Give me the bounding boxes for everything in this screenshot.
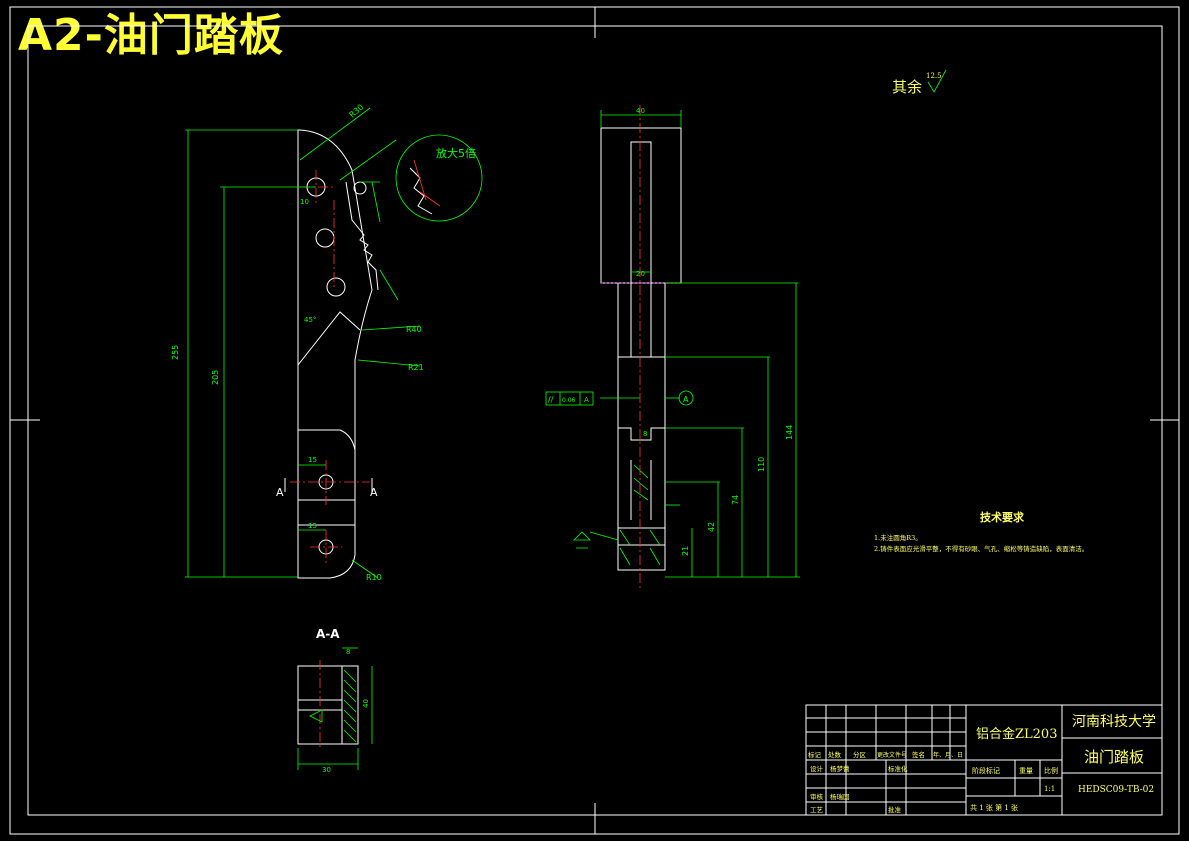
- pedal-front-view: [185, 107, 421, 579]
- tech-heading: 技术要求: [980, 510, 1025, 524]
- roughness-symbol: [927, 69, 947, 93]
- side-dim-a: 144: [785, 425, 794, 440]
- tb-rev-h0: 标记: [808, 750, 822, 759]
- dim-overall: 255: [171, 345, 180, 360]
- dim-r-mid: R21: [408, 363, 424, 372]
- side-dim-b: 110: [757, 457, 766, 472]
- tb-material: 铝合金ZL203: [976, 726, 1057, 742]
- tb-check-label: 审核: [810, 792, 824, 801]
- tb-standard-label: 标准化: [888, 764, 908, 773]
- roughness-note: 其余: [892, 78, 922, 96]
- tb-drawing-no: HEDSC09-TB-02: [1078, 785, 1154, 795]
- section-a-a-view: [297, 647, 373, 770]
- dim-10: 10: [300, 198, 309, 206]
- tb-stage-label: 阶段标记: [972, 766, 1000, 775]
- section-width: 30: [322, 766, 331, 774]
- tol-value: 0.06: [562, 397, 576, 404]
- tb-checker: 杨瑞国: [830, 792, 850, 801]
- pedal-side-view: [573, 105, 800, 590]
- dim-r-low: R10: [366, 573, 382, 582]
- tech-line-2: 2.铸件表面应光滑平整，不得有砂眼、气孔、缩松等铸造缺陷，表面清洁。: [874, 544, 1088, 553]
- section-mark-right: A: [370, 486, 378, 499]
- tb-design-label: 设计: [810, 764, 824, 773]
- tech-line-1: 1.未注圆角R3。: [874, 533, 922, 542]
- side-dim-c: 74: [731, 495, 740, 505]
- tb-school: 河南科技大学: [1072, 714, 1156, 730]
- dim-15b: 15: [308, 522, 317, 530]
- tb-rev-h2: 分区: [853, 750, 867, 759]
- tb-scale: 1:1: [1044, 785, 1055, 793]
- side-dim-mid: 20: [636, 270, 645, 278]
- tb-part-name: 油门踏板: [1084, 748, 1144, 766]
- dim-15a: 15: [308, 456, 317, 464]
- tolerance-frame: [545, 391, 594, 406]
- detail-circle: [395, 134, 483, 222]
- side-dim-f: 8: [643, 430, 647, 438]
- dim-r-top: R30: [348, 103, 366, 120]
- tb-weight-label: 重量: [1019, 767, 1033, 775]
- tb-approve-label: 批准: [888, 805, 902, 814]
- section-small: 8: [346, 648, 350, 656]
- tb-sheet: 共 1 张 第 1 张: [970, 803, 1018, 812]
- section-label: A-A: [316, 627, 340, 641]
- side-dim-d: 42: [707, 522, 716, 532]
- tb-rev-h3: 更改文件号: [877, 751, 907, 759]
- side-dim-top: 40: [636, 107, 645, 115]
- drawing-title: A2-油门踏板: [18, 10, 284, 61]
- section-mark-left: A: [276, 486, 284, 499]
- tb-designer: 杨梦蕾: [830, 764, 850, 773]
- title-block: [805, 704, 1163, 816]
- tb-rev-h1: 处数: [828, 750, 842, 759]
- tb-scale-label: 比例: [1044, 766, 1058, 775]
- enlarge-note: 放大5倍: [436, 146, 476, 160]
- roughness-value: 12.5: [926, 72, 942, 80]
- section-height: 40: [362, 699, 370, 708]
- outer-frame: [9, 6, 1180, 835]
- tol-datum: A: [584, 396, 589, 404]
- tol-symbol: //: [548, 395, 554, 404]
- side-dim-e: 21: [681, 546, 690, 556]
- tb-rev-h5: 年、月、日: [933, 751, 963, 759]
- drawing-border: [27, 25, 1163, 816]
- dim-r-40: R40: [406, 325, 422, 334]
- dim-angle: 45°: [304, 316, 316, 324]
- tb-rev-h4: 签名: [912, 750, 925, 759]
- datum-label: A: [683, 395, 689, 404]
- tb-process-label: 工艺: [810, 806, 824, 814]
- dim-height2: 205: [211, 370, 220, 385]
